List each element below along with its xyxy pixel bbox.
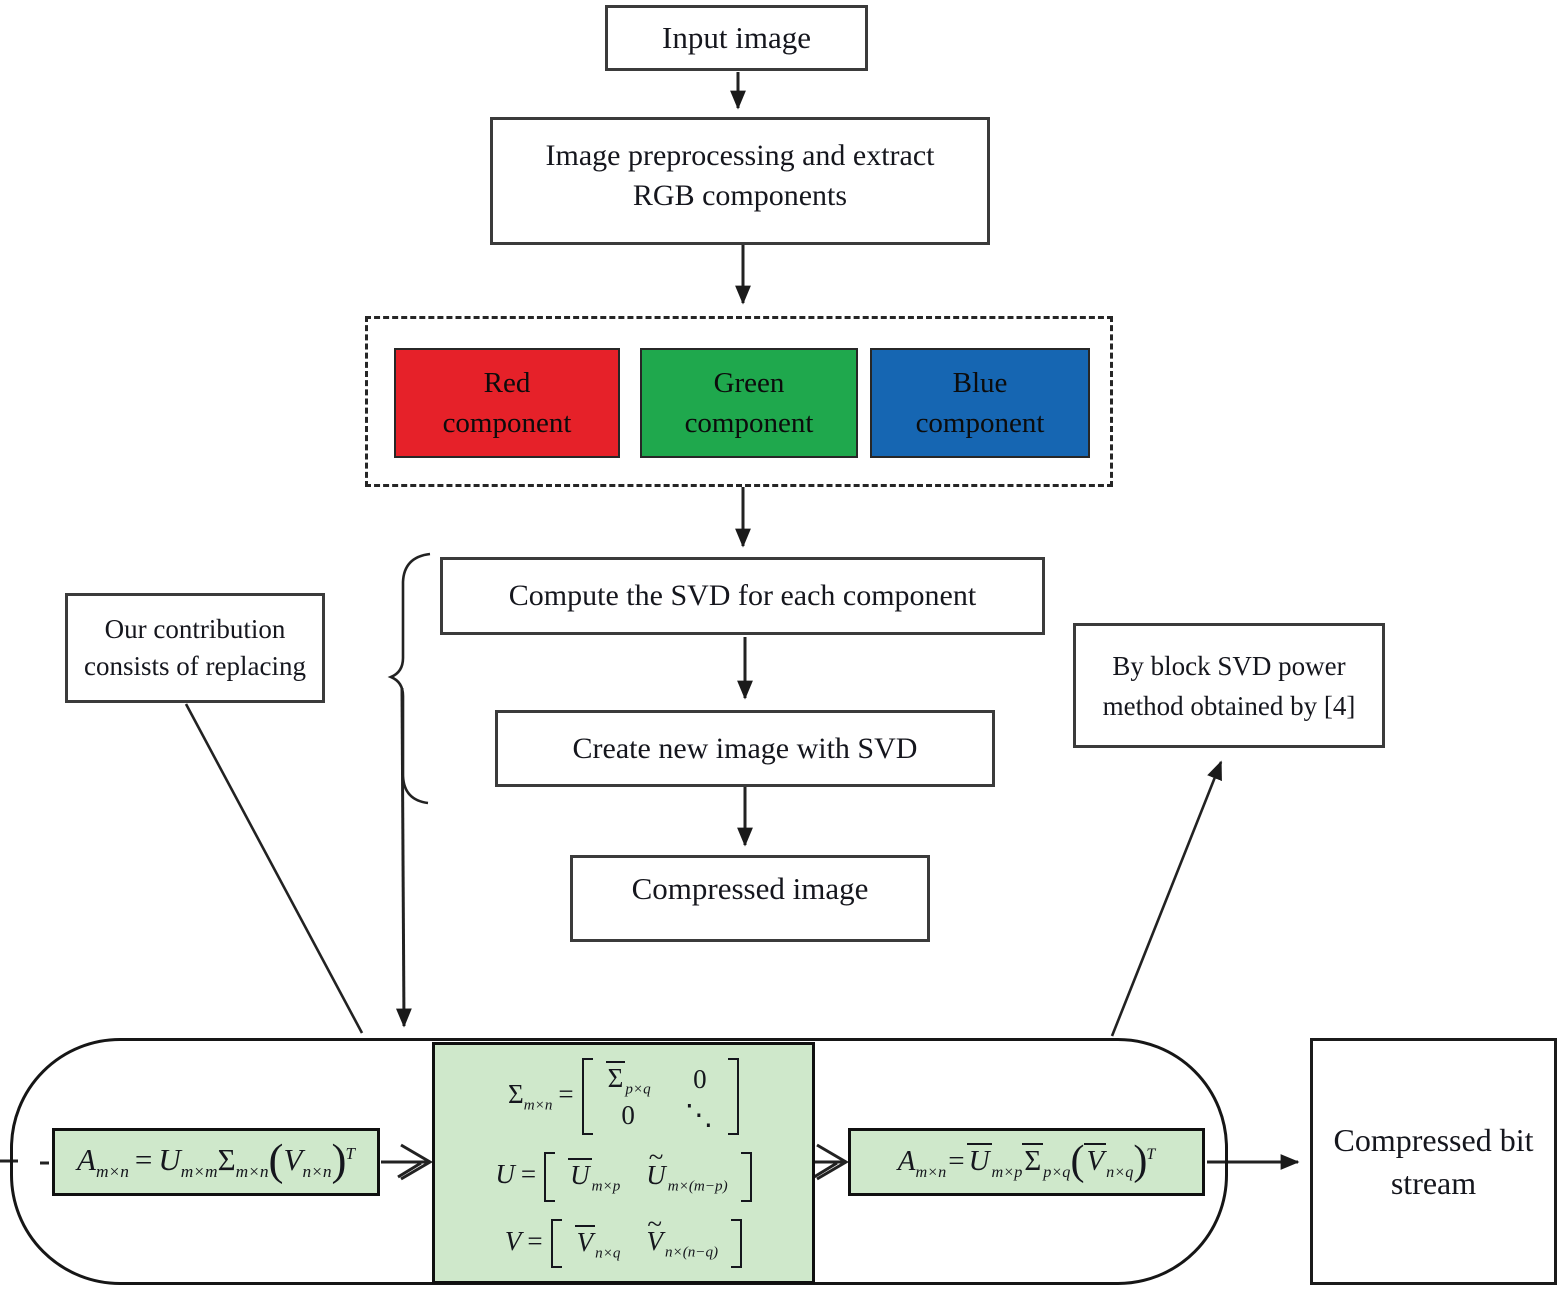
compressed-image-label: Compressed image	[631, 871, 869, 906]
green-component-box: Green component	[640, 348, 858, 458]
compressed-image-box: Compressed image	[570, 855, 930, 942]
block-svd-line2: method obtained by [4]	[1102, 690, 1356, 721]
input-image-box: Input image	[605, 5, 868, 71]
svd-partition-formula-box: Σm×n=Σp×q00⋱ U=Um×pUm×(m−p) V=Vn×qVn×(n−…	[432, 1042, 815, 1284]
arrow-formula-block-to-blocksvd	[1110, 760, 1223, 1037]
bit-stream-line2: stream	[1390, 1164, 1477, 1201]
preprocess-line1: Image preprocessing and extract	[545, 139, 935, 172]
compute-svd-box: Compute the SVD for each component	[440, 557, 1045, 635]
contribution-line1: Our contribution	[104, 614, 286, 644]
line-contribution-to-formula-block	[184, 703, 364, 1034]
red-component-box: Red component	[394, 348, 620, 458]
block-svd-line1: By block SVD power	[1112, 650, 1346, 681]
input-image-label: Input image	[662, 20, 811, 55]
brace-contribution-scope	[387, 552, 431, 805]
contribution-note-box: Our contribution consists of replacing	[65, 593, 325, 703]
svd-full-formula: Am×n=Um×mΣm×n(Vn×n)T	[77, 1134, 355, 1185]
compute-svd-label: Compute the SVD for each component	[508, 579, 977, 612]
v-partition-formula: V=Vn×qVn×(n−q)	[505, 1218, 743, 1269]
bit-stream-line1: Compressed bit	[1333, 1121, 1534, 1158]
compressed-bit-stream-box: Compressed bit stream	[1310, 1038, 1557, 1285]
svd-full-formula-box: Am×n=Um×mΣm×n(Vn×n)T	[52, 1128, 380, 1196]
red-component-line2: component	[442, 407, 572, 439]
arrow-brace-to-formula-block	[395, 687, 412, 1028]
contribution-line2: consists of replacing	[84, 651, 306, 681]
preprocess-box: Image preprocessing and extract RGB comp…	[490, 117, 990, 245]
green-component-line1: Green	[713, 367, 785, 399]
preprocess-line2: RGB components	[632, 179, 848, 212]
svd-partition-lines: Σm×n=Σp×q00⋱ U=Um×pUm×(m−p) V=Vn×qVn×(n−…	[435, 1045, 812, 1281]
create-image-label: Create new image with SVD	[572, 731, 918, 765]
block-svd-note-box: By block SVD power method obtained by [4…	[1073, 623, 1385, 748]
blue-component-line2: component	[915, 407, 1045, 439]
u-partition-formula: U=Um×pUm×(m−p)	[495, 1152, 752, 1202]
blue-component-box: Blue component	[870, 348, 1090, 458]
red-component-line1: Red	[483, 367, 531, 399]
green-component-line2: component	[684, 407, 814, 439]
create-image-box: Create new image with SVD	[495, 710, 995, 787]
blue-component-line1: Blue	[952, 367, 1008, 399]
